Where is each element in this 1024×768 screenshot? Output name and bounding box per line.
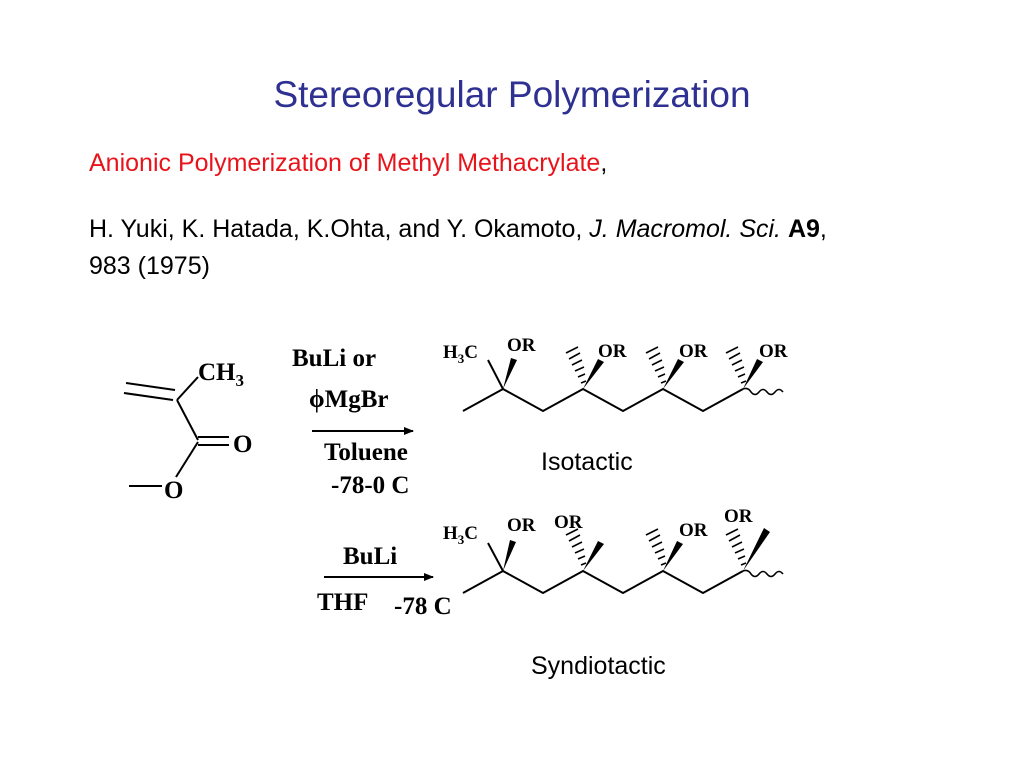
syndiotactic-or-label-1: OR — [507, 515, 536, 536]
citation: H. Yuki, K. Hatada, K.Ohta, and Y. Okamo… — [89, 211, 849, 285]
syndiotactic-hash-4 — [725, 528, 747, 566]
reaction2-solvent: THF — [317, 589, 368, 616]
syndiotactic-hash-2 — [565, 528, 587, 566]
monomer-ch3: CH3 — [198, 359, 244, 390]
syndiotactic-or-label-4: OR — [724, 506, 753, 527]
slide-subtitle: Anionic Polymerization of Methyl Methacr… — [89, 149, 607, 178]
isotactic-methyl-bond-1 — [487, 359, 504, 390]
monomer-ester-oxygen: O — [164, 477, 183, 504]
isotactic-hash-3 — [645, 346, 667, 384]
isotactic-wedge-1 — [503, 358, 517, 389]
reaction2-temperature: -78 C — [394, 593, 452, 620]
isotactic-wedge-2 — [583, 359, 604, 389]
carbonyl-carbon-bond — [176, 399, 199, 441]
slide-title: Stereoregular Polymerization — [273, 74, 751, 115]
syndiotactic-wedge-3 — [663, 541, 683, 571]
isotactic-hash-4 — [725, 346, 747, 384]
isotactic-or-label-1: OR — [507, 335, 536, 356]
syndiotactic-or-label-3: OR — [679, 520, 708, 541]
isotactic-or-label-2: OR — [598, 341, 627, 362]
isotactic-backbone — [462, 387, 744, 413]
syndiotactic-methyl-bond-1 — [487, 542, 504, 572]
isotactic-or-label-4: OR — [759, 341, 788, 362]
citation-authors: H. Yuki, K. Hatada, K.Ohta, and Y. Okamo… — [89, 215, 590, 243]
syndiotactic-caption: Syndiotactic — [531, 652, 666, 680]
isotactic-chain-end-wavy — [742, 387, 784, 396]
phi-symbol: ϕ — [309, 386, 325, 413]
isotactic-wedge-4 — [743, 359, 763, 389]
syndiotactic-chain-end-wavy — [742, 569, 784, 578]
vinyl-double-bond-b — [123, 392, 174, 401]
ester-bond — [175, 441, 199, 478]
reaction1-reagent-line2: ϕMgBr — [309, 386, 388, 413]
syndiotactic-hash-3 — [645, 528, 667, 566]
isotactic-h3c-label: H3C — [443, 342, 478, 366]
syndiotactic-or-label-2: OR — [554, 512, 583, 533]
syndiotactic-chain: H3C OR OR OR OR — [443, 506, 784, 595]
syndiotactic-h3c-label: H3C — [443, 523, 478, 547]
citation-volume: A9 — [787, 215, 820, 243]
syndiotactic-wedge-4 — [743, 528, 770, 571]
methyl-bond — [176, 376, 199, 401]
isotactic-or-label-3: OR — [679, 341, 708, 362]
isotactic-wedge-3 — [663, 359, 684, 389]
citation-pages-year: , 983 (1975) — [89, 215, 827, 280]
reaction1-temperature: -78-0 C — [331, 472, 409, 499]
subtitle-text: Anionic Polymerization of Methyl Methacr… — [89, 149, 601, 177]
reaction1-reagent-line1: BuLi or — [292, 345, 376, 372]
syndiotactic-backbone — [462, 569, 744, 595]
isotactic-hash-2 — [565, 346, 587, 384]
monomer-structure — [123, 376, 229, 487]
isotactic-chain: H3C OR OR OR OR — [443, 335, 788, 413]
reaction1-solvent: Toluene — [324, 439, 408, 466]
syndiotactic-wedge-1 — [503, 540, 516, 571]
subtitle-comma: , — [600, 149, 608, 177]
syndiotactic-wedge-2 — [583, 541, 604, 571]
citation-journal: J. Macromol. Sci. — [589, 215, 781, 243]
isotactic-caption: Isotactic — [541, 448, 633, 476]
reaction2-reagent: BuLi — [343, 543, 397, 570]
monomer-carbonyl-oxygen: O — [233, 431, 252, 458]
vinyl-double-bond-a — [125, 382, 176, 391]
